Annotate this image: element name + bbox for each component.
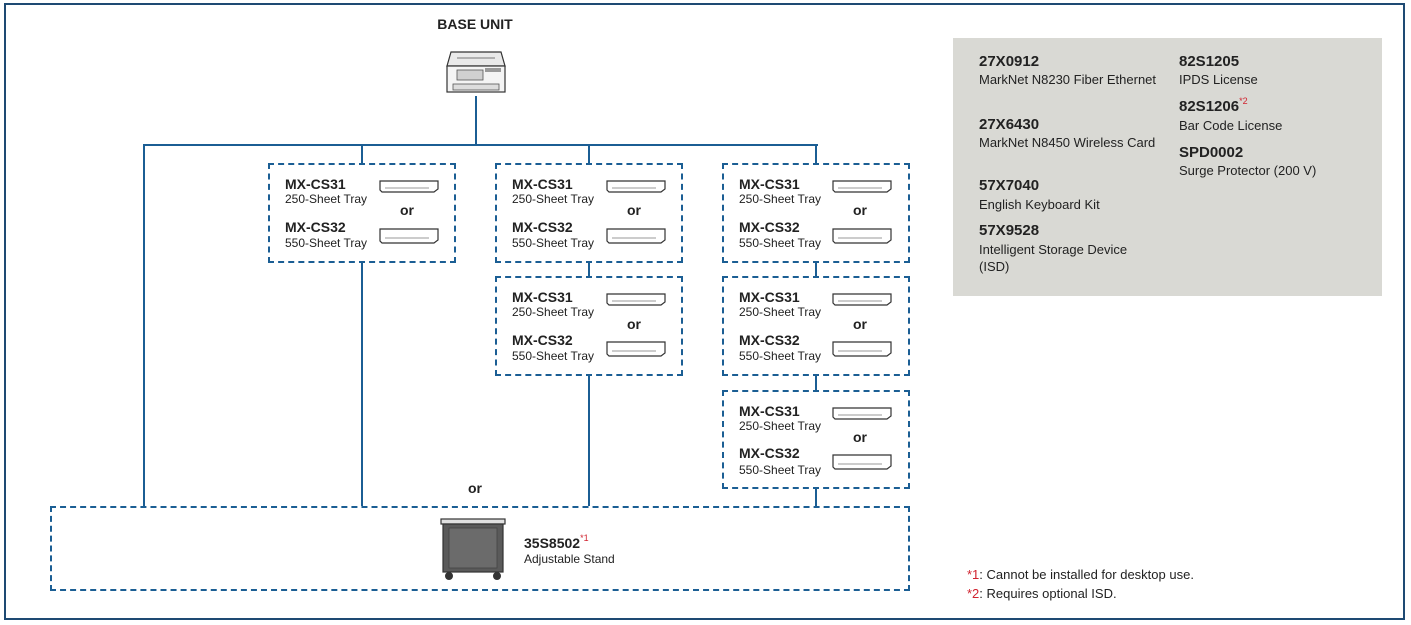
tray-desc-250: 250-Sheet Tray <box>512 305 595 319</box>
option-desc: Intelligent Storage Device (ISD) <box>979 242 1128 274</box>
or-label: or <box>400 202 414 218</box>
or-label: or <box>627 202 641 218</box>
or-label: or <box>627 316 641 332</box>
diagram-frame <box>4 3 1405 620</box>
tray-code-cs31: MX-CS31 <box>285 176 346 192</box>
tray-desc-550: 550-Sheet Tray <box>739 463 822 477</box>
tray-550-icon <box>832 454 892 470</box>
tray-code-cs32: MX-CS32 <box>512 219 573 235</box>
tray-code-cs32: MX-CS32 <box>512 332 573 348</box>
option-desc: English Keyboard Kit <box>979 197 1100 212</box>
wire-bus <box>143 144 818 146</box>
tray-550-icon <box>606 341 666 357</box>
tray-550-icon <box>606 228 666 244</box>
option-desc: Surge Protector (200 V) <box>1179 163 1317 178</box>
footnote: *2: Requires optional ISD. <box>967 586 1117 601</box>
tray-code-cs31: MX-CS31 <box>739 176 800 192</box>
tray-code-cs32: MX-CS32 <box>739 219 800 235</box>
tray-desc-550: 550-Sheet Tray <box>512 349 595 363</box>
option-desc: IPDS License <box>1179 72 1258 87</box>
wire-col2-link <box>588 262 590 277</box>
option-code: 82S1206*2 <box>1179 96 1248 115</box>
tray-group <box>722 390 910 489</box>
tray-group <box>722 276 910 376</box>
tray-250-icon <box>832 180 892 193</box>
base-unit-title: BASE UNIT <box>437 16 513 32</box>
tray-desc-550: 550-Sheet Tray <box>739 236 822 250</box>
option-desc: MarkNet N8450 Wireless Card <box>979 135 1156 150</box>
tray-desc-250: 250-Sheet Tray <box>739 192 822 206</box>
tray-code-cs31: MX-CS31 <box>739 403 800 419</box>
tray-code-cs32: MX-CS32 <box>285 219 346 235</box>
wire-col3-top <box>815 144 817 164</box>
stand-or-label: or <box>468 480 482 496</box>
tray-250-icon <box>832 407 892 420</box>
wire-col3-link1 <box>815 262 817 277</box>
tray-250-icon <box>606 293 666 306</box>
wire-left-down <box>143 144 145 507</box>
wire-col1-top <box>361 144 363 164</box>
or-label: or <box>853 202 867 218</box>
tray-desc-250: 250-Sheet Tray <box>285 192 368 206</box>
tray-550-icon <box>379 228 439 244</box>
tray-group <box>722 163 910 263</box>
wire-base-down <box>475 96 477 146</box>
options-panel: 27X0912 MarkNet N8230 Fiber Ethernet 27X… <box>953 38 1382 296</box>
stand-desc: Adjustable Stand <box>524 552 615 566</box>
wire-col2-top <box>588 144 590 164</box>
tray-code-cs32: MX-CS32 <box>739 332 800 348</box>
tray-250-icon <box>379 180 439 193</box>
tray-code-cs32: MX-CS32 <box>739 445 800 461</box>
or-label: or <box>853 429 867 445</box>
wire-col3-down <box>815 488 817 507</box>
tray-desc-550: 550-Sheet Tray <box>512 236 595 250</box>
tray-code-cs31: MX-CS31 <box>512 176 573 192</box>
tray-desc-250: 250-Sheet Tray <box>512 192 595 206</box>
wire-col1-down <box>361 262 363 507</box>
wire-col3-link2 <box>815 375 817 391</box>
tray-code-cs31: MX-CS31 <box>512 289 573 305</box>
tray-550-icon <box>832 228 892 244</box>
option-code: 27X0912 <box>979 53 1040 70</box>
tray-group <box>495 276 683 376</box>
option-code: 57X7040 <box>979 177 1040 194</box>
tray-desc-250: 250-Sheet Tray <box>739 305 822 319</box>
tray-550-icon <box>832 341 892 357</box>
tray-desc-550: 550-Sheet Tray <box>285 236 368 250</box>
tray-250-icon <box>832 293 892 306</box>
tray-group <box>268 163 456 263</box>
tray-250-icon <box>606 180 666 193</box>
stand-icon <box>440 518 506 580</box>
tray-desc-550: 550-Sheet Tray <box>739 349 822 363</box>
tray-group <box>495 163 683 263</box>
or-label: or <box>853 316 867 332</box>
wire-col2-down <box>588 375 590 507</box>
option-code: 82S1205 <box>1179 53 1240 70</box>
option-code: 27X6430 <box>979 116 1040 133</box>
tray-code-cs31: MX-CS31 <box>739 289 800 305</box>
tray-desc-250: 250-Sheet Tray <box>739 419 822 433</box>
footnote: *1: Cannot be installed for desktop use. <box>967 567 1194 582</box>
printer-icon <box>446 51 506 93</box>
stand-code: 35S8502*1 <box>524 533 589 551</box>
option-code: 57X9528 <box>979 222 1040 239</box>
option-desc: Bar Code License <box>1179 118 1283 133</box>
option-desc: MarkNet N8230 Fiber Ethernet <box>979 72 1157 87</box>
option-code: SPD0002 <box>1179 144 1244 161</box>
